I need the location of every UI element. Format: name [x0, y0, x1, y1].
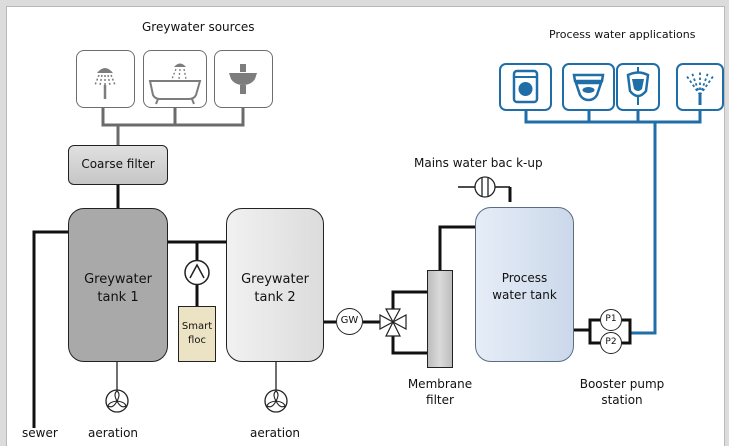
gw-pump-label: GW	[340, 315, 359, 326]
process-water-tank: Process water tank	[475, 207, 574, 362]
smart-floc-line2: floc	[188, 335, 206, 346]
booster-pump-p1: P1	[600, 309, 622, 331]
toilet-icon	[572, 73, 605, 102]
booster-pump-p2-label: P2	[605, 337, 617, 347]
process-tank-label-line1: Process	[501, 271, 548, 285]
source-bathtub	[143, 50, 207, 108]
process-tank-label-line2: water tank	[492, 288, 557, 302]
booster-pump-p2: P2	[600, 332, 622, 354]
aeration-2-label: aeration	[250, 426, 301, 440]
tank-1-label-line1: Greywater	[84, 272, 152, 287]
mains-backup-label: Mains water bac k-up	[414, 156, 543, 170]
source-shower	[76, 50, 135, 108]
application-washing-machine	[499, 63, 552, 111]
source-washbasin	[214, 50, 273, 108]
process-lines	[32, 185, 632, 428]
gw-pump: GW	[336, 308, 363, 335]
smart-floc-line1: Smart	[181, 321, 213, 332]
application-irrigation	[676, 63, 724, 111]
application-toilet	[562, 63, 615, 111]
smart-floc-dosing-unit: Smart floc	[178, 306, 216, 362]
greywater-tank-2: Greywater tank 2	[226, 208, 324, 362]
tank-2-label-line1: Greywater	[241, 272, 309, 287]
tank-1-label-line2: tank 1	[97, 290, 139, 305]
greywater-collector-pipe	[101, 108, 245, 145]
process-water-distribution-pipe	[524, 111, 702, 335]
membrane-filter	[427, 270, 453, 368]
aeration-1-label: aeration	[88, 426, 139, 440]
booster-pump-p1-label: P1	[605, 314, 617, 324]
tank-2-label-line2: tank 2	[254, 290, 296, 305]
coarse-filter: Coarse filter	[68, 145, 168, 185]
urinal-icon	[626, 67, 650, 105]
sewer-label: sewer	[22, 426, 58, 440]
washbasin-icon	[229, 64, 257, 94]
membrane-filter-label-line2: filter	[426, 393, 454, 407]
process-water-applications-title: Process water applications	[549, 28, 696, 41]
greywater-tank-1: Greywater tank 1	[68, 208, 168, 362]
irrigation-sprinkler-icon	[685, 71, 715, 105]
booster-station-label-line2: station	[601, 393, 643, 407]
coarse-filter-label: Coarse filter	[81, 157, 155, 171]
greywater-sources-title: Greywater sources	[142, 20, 255, 34]
membrane-filter-label-line1: Membrane	[407, 377, 473, 391]
shower-icon	[94, 68, 116, 99]
washing-machine-icon	[512, 69, 539, 104]
bathtub-icon	[148, 63, 202, 105]
aeration-stems	[116, 362, 277, 390]
booster-station-label-line1: Booster pump	[579, 377, 665, 391]
application-urinal	[616, 63, 660, 111]
